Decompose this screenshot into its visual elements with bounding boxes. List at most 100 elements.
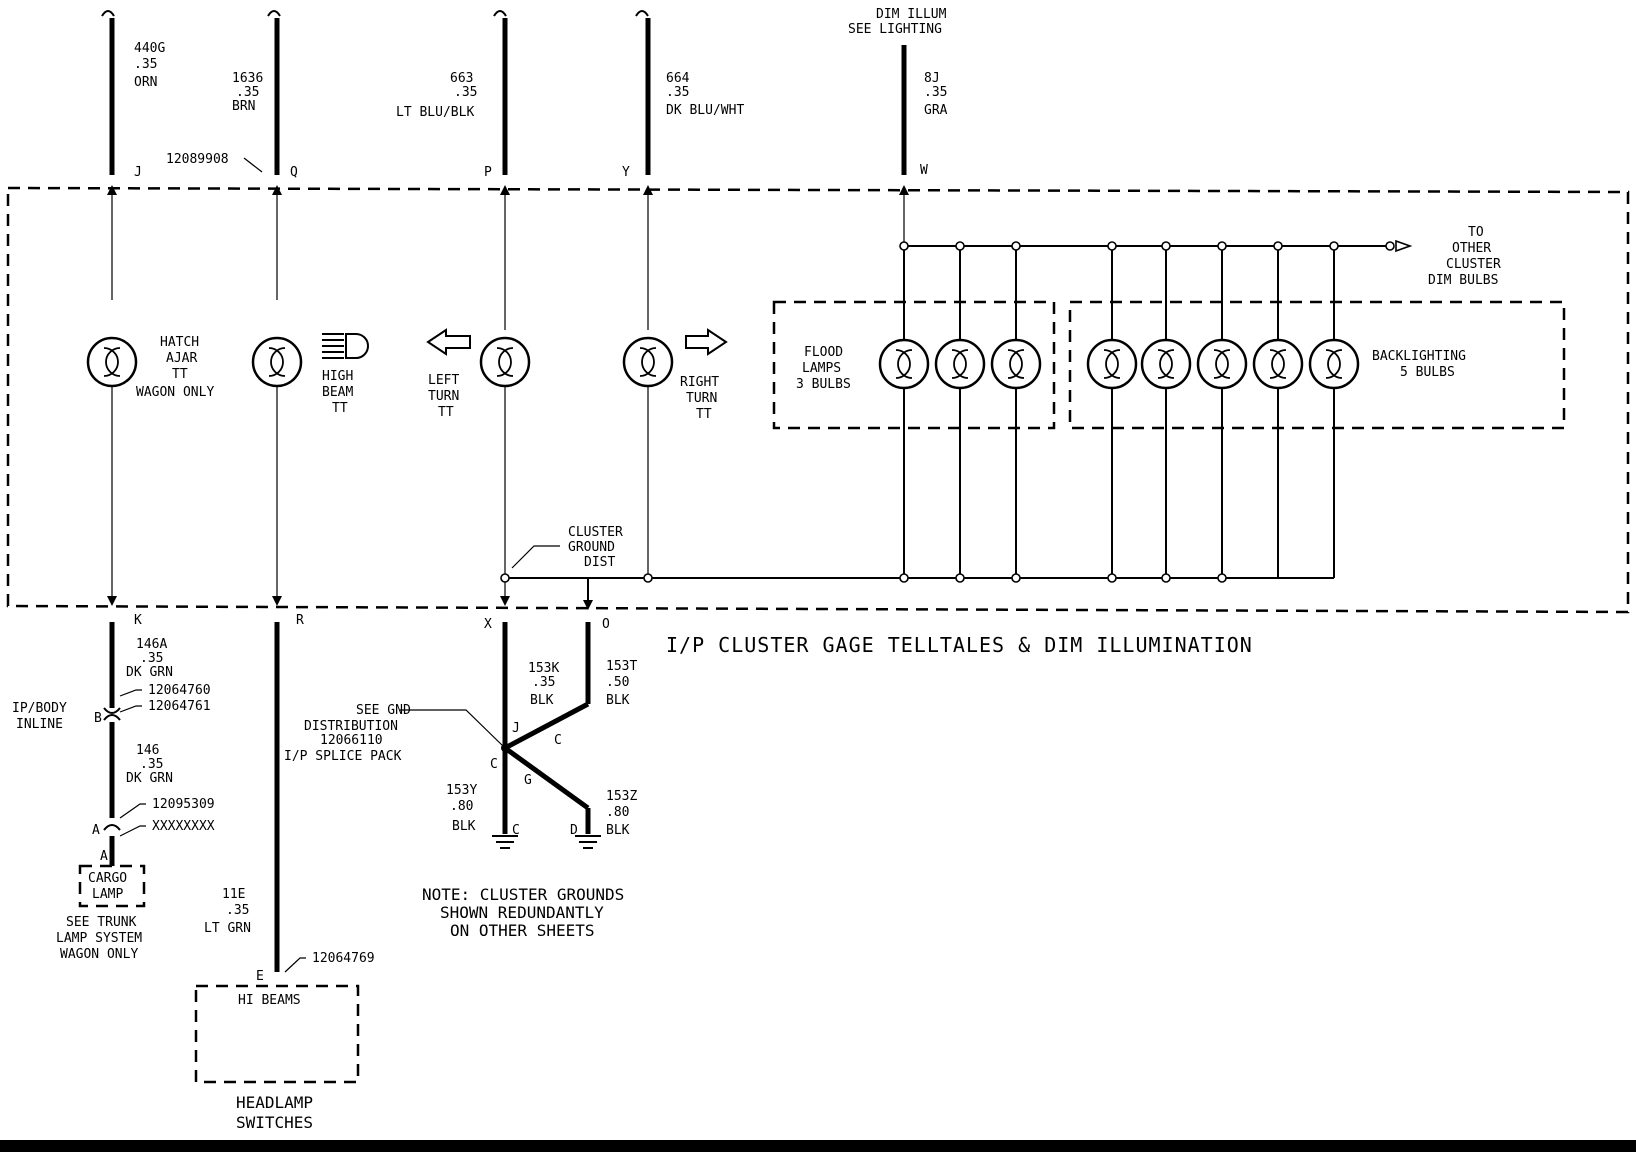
lower-left-wires [103, 622, 146, 866]
right-arrow-icon [685, 328, 728, 356]
see-gnd-4: I/P SPLICE PACK [284, 749, 402, 764]
wire-color: GRA [924, 103, 948, 118]
flood-label-2: LAMPS [802, 361, 841, 376]
see-gnd-3: 12066110 [320, 733, 383, 748]
pin-e: E [256, 969, 264, 984]
high-beam-label-1: HIGH [322, 369, 353, 384]
wire-gauge: .35 [666, 85, 689, 100]
inline-label-2: INLINE [16, 717, 63, 732]
w153t-code: 153T [606, 659, 637, 674]
hi-beams-box [194, 984, 360, 1084]
cluster-ground-2: GROUND [568, 540, 615, 555]
flood-bulb-2 [934, 250, 986, 578]
w153z-gauge: .80 [606, 805, 629, 820]
hatch-label-1: HATCH [160, 335, 199, 350]
wire-440g [101, 10, 117, 300]
wire-color: DK BLU/WHT [666, 103, 744, 118]
diagram-title: I/P CLUSTER GAGE TELLTALES & DIM ILLUMIN… [666, 633, 1253, 657]
w153z-code: 153Z [606, 789, 637, 804]
ref-line-2: SEE LIGHTING [848, 22, 942, 37]
note-line-1: NOTE: CLUSTER GROUNDS [422, 885, 624, 904]
wire-663 [493, 10, 510, 330]
w153t-gauge: .50 [606, 675, 629, 690]
w11e-gauge: .35 [226, 903, 249, 918]
right-turn-bulb [622, 336, 674, 578]
conn-xxxxxxxx: XXXXXXXX [152, 819, 215, 834]
hatch-ajar-bulb [86, 336, 138, 606]
w153t-color: BLK [606, 693, 630, 708]
dim-bulbs [878, 250, 1360, 578]
w11e-color: LT GRN [204, 921, 251, 936]
w146-code: 146 [136, 743, 159, 758]
pin-label: Q [290, 165, 298, 180]
hi-beams-label: HI BEAMS [238, 993, 301, 1008]
left-turn-label-3: TT [438, 405, 454, 420]
cargo-label-1: CARGO [88, 871, 127, 886]
wire-code: 663 [450, 71, 473, 86]
w153z-color: BLK [606, 823, 630, 838]
pin-b: B [94, 711, 102, 726]
wire-color: ORN [134, 75, 157, 90]
w146-color: DK GRN [126, 771, 173, 786]
pin-c-bottom: C [512, 823, 520, 838]
wire-gauge: .35 [134, 57, 157, 72]
pin-k: K [134, 613, 142, 628]
wire-gauge: .35 [236, 85, 259, 100]
pin-o: O [602, 617, 610, 632]
ground-splice [400, 622, 591, 834]
see-trunk-1: SEE TRUNK [66, 915, 137, 930]
wire-gauge: .35 [454, 85, 477, 100]
backlight-bulb-5 [1308, 250, 1360, 578]
flood-bulb-3 [990, 250, 1042, 578]
wire-gauge: .35 [924, 85, 947, 100]
pin-label: W [920, 163, 928, 178]
high-beam-bulb [251, 336, 303, 606]
hatch-label-2: AJAR [166, 351, 197, 366]
hatch-label-3: TT [172, 367, 188, 382]
note-line-3: ON OTHER SHEETS [450, 921, 595, 940]
w153y-code: 153Y [446, 783, 477, 798]
to-other-3: CLUSTER [1446, 257, 1501, 272]
right-turn-label-2: TURN [686, 391, 717, 406]
right-turn-label-3: TT [696, 407, 712, 422]
backlighting-label-1: BACKLIGHTING [1372, 349, 1466, 364]
see-trunk-3: WAGON ONLY [60, 947, 138, 962]
cargo-lamp-box [78, 864, 146, 908]
cluster-boundary [6, 186, 1630, 614]
wire-1636 [267, 10, 282, 300]
w153k-code: 153K [528, 661, 559, 676]
bottom-bar [0, 1140, 1636, 1152]
label-1636: 1636 .35 BRN 12089908 Q [166, 71, 298, 180]
right-turn-label-1: RIGHT [680, 375, 719, 390]
w153k-gauge: .35 [532, 675, 555, 690]
left-turn-label-2: TURN [428, 389, 459, 404]
dim-bus [899, 239, 1413, 253]
cluster-ground-3: DIST [584, 555, 615, 570]
high-beam-icon [322, 333, 369, 359]
label-440g: 440G .35 ORN J [134, 41, 165, 180]
left-turn-label-1: LEFT [428, 373, 459, 388]
backlighting-label-2: 5 BULBS [1400, 365, 1455, 380]
see-gnd-2: DISTRIBUTION [304, 719, 398, 734]
w146-gauge: .35 [140, 757, 163, 772]
hatch-label-4: WAGON ONLY [136, 385, 214, 400]
wire-color: BRN [232, 99, 255, 114]
pin-d: D [570, 823, 578, 838]
wire-code: 440G [134, 41, 165, 56]
to-other-1: TO [1468, 225, 1484, 240]
ground-bus [500, 545, 1334, 610]
cluster-ground-1: CLUSTER [568, 525, 623, 540]
left-arrow-icon [426, 328, 471, 356]
pin-label: J [134, 165, 142, 180]
w146a-gauge: .35 [140, 651, 163, 666]
w11e-code: 11E [222, 887, 245, 902]
pin-c-right: C [554, 733, 562, 748]
label-663: 663 .35 LT BLU/BLK P [396, 71, 492, 180]
high-beam-label-2: BEAM [322, 385, 353, 400]
to-other-4: DIM BULBS [1428, 273, 1498, 288]
conn-12064761: 12064761 [148, 699, 211, 714]
w153y-gauge: .80 [450, 799, 473, 814]
backlight-bulb-2 [1140, 250, 1192, 578]
conn-12064769: 12064769 [312, 951, 375, 966]
